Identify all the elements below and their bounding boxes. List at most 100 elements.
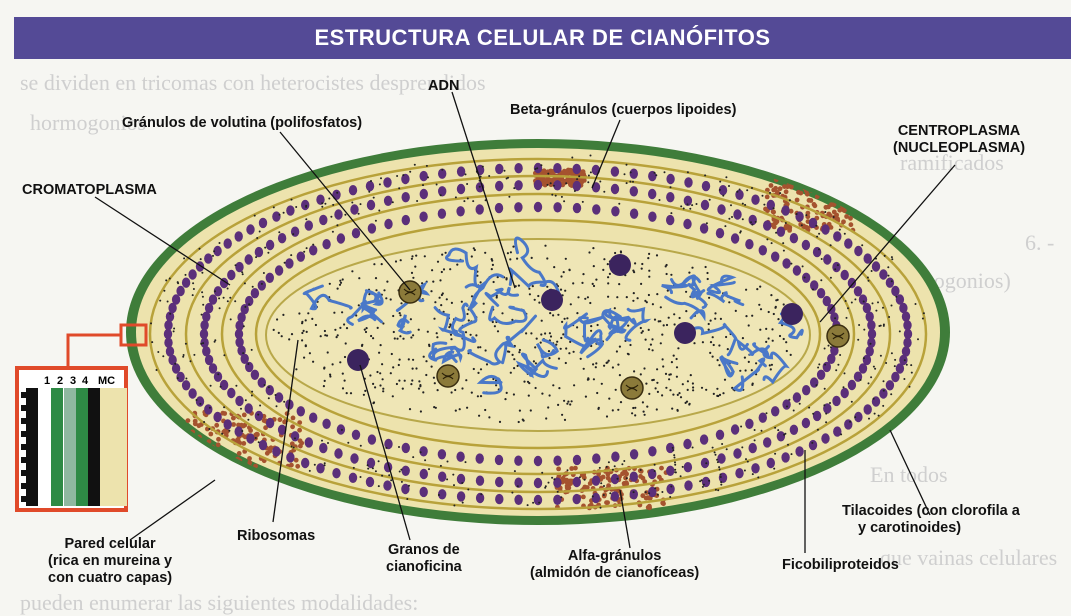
ribosome: [777, 318, 779, 320]
phycobilisome-granule: [611, 184, 619, 194]
ribosome: [630, 171, 632, 173]
phycobilisome-granule: [420, 487, 428, 497]
ribosome: [453, 505, 455, 507]
ribosome: [193, 354, 195, 356]
phycobilisome-granule: [213, 412, 221, 422]
phycobilisome-granule: [534, 202, 542, 212]
ribosome: [811, 442, 813, 444]
ribosome: [441, 271, 443, 273]
phycobilisome-granule: [573, 164, 581, 174]
ribosome: [615, 389, 617, 391]
phycobilisome-granule: [848, 278, 856, 288]
ribosome: [652, 349, 654, 351]
ribosome: [590, 325, 592, 327]
ribosome: [891, 280, 893, 282]
ribosome: [844, 372, 846, 374]
ribosome: [631, 412, 633, 414]
ribosome: [722, 195, 724, 197]
ribosome: [837, 264, 839, 266]
ribosome: [656, 293, 658, 295]
ribosome: [252, 286, 254, 288]
ribosome: [759, 286, 761, 288]
ribosome: [461, 387, 463, 389]
ribosome: [337, 288, 339, 290]
ribosome: [364, 390, 366, 392]
ribosome: [538, 502, 540, 504]
ribosome: [600, 482, 602, 484]
ribosome: [660, 306, 662, 308]
alpha-granule: [851, 177, 856, 182]
ribosome: [255, 437, 257, 439]
ribosome: [687, 389, 689, 391]
wall-layer: [76, 388, 88, 506]
ribosome: [513, 367, 515, 369]
ribosome: [680, 475, 682, 477]
phycobilisome-granule: [821, 433, 829, 443]
phycobilisome-granule: [793, 392, 801, 402]
ribosome: [868, 382, 870, 384]
phycobilisome-granule: [420, 189, 428, 199]
label-cromatoplasma: CROMATOPLASMA: [22, 182, 157, 199]
ribosome: [674, 457, 676, 459]
ribosome: [553, 478, 555, 480]
ribosome: [645, 383, 647, 385]
ribosome: [650, 344, 652, 346]
ribosome: [593, 378, 595, 380]
phycobilisome-granule: [810, 280, 818, 290]
ribosome: [386, 281, 388, 283]
ribosome: [846, 317, 848, 319]
phycobilisome-granule: [630, 449, 638, 459]
ribosome: [381, 263, 383, 265]
phycobilisome-granule: [782, 399, 790, 409]
ribosome: [438, 494, 440, 496]
ribosome: [201, 291, 203, 293]
phycobilisome-granule: [891, 372, 899, 382]
ribosome: [599, 467, 601, 469]
ribosome: [728, 218, 730, 220]
ribosome: [834, 317, 836, 319]
ribosome: [606, 415, 608, 417]
ribosome: [706, 222, 708, 224]
phycobilisome-granule: [251, 288, 259, 298]
ribosome: [707, 278, 709, 280]
ribosome: [750, 221, 752, 223]
alpha-granule: [231, 416, 236, 421]
ribosome: [425, 360, 427, 362]
ribosome: [219, 242, 221, 244]
ribosome: [218, 297, 220, 299]
ribosome: [748, 324, 750, 326]
phycobilisome-granule: [573, 181, 581, 191]
phycobilisome-granule: [476, 204, 484, 214]
ribosome: [626, 296, 628, 298]
ribosome: [402, 338, 404, 340]
label-alfa-line1: Alfa-gránulos: [530, 548, 699, 565]
alpha-granule: [216, 437, 221, 442]
phycobilisome-granule: [802, 385, 810, 395]
ribosome: [685, 310, 687, 312]
ribosome: [549, 394, 551, 396]
ribosome: [735, 310, 737, 312]
phycobilisome-granule: [438, 449, 446, 459]
ribosome: [332, 204, 334, 206]
alpha-granule: [198, 450, 203, 455]
ribosome: [606, 466, 608, 468]
ribosome: [465, 331, 467, 333]
ribosome: [411, 258, 413, 260]
ribosome: [247, 419, 249, 421]
phycobilisome-granule: [456, 206, 464, 216]
ribosome: [871, 270, 873, 272]
ribosome: [786, 406, 788, 408]
ribosome: [640, 283, 642, 285]
ribosome: [751, 369, 753, 371]
ribosome: [370, 180, 372, 182]
inset-connector: [68, 335, 121, 368]
phycobilisome-granule: [648, 212, 656, 222]
ribosome: [915, 303, 917, 305]
ribosome: [592, 495, 594, 497]
wall-tooth: [21, 457, 27, 463]
ribosome: [363, 394, 365, 396]
ribosome: [167, 301, 169, 303]
phycobilisome-granule: [777, 227, 785, 237]
ribosome: [680, 396, 682, 398]
ribosome: [691, 204, 693, 206]
